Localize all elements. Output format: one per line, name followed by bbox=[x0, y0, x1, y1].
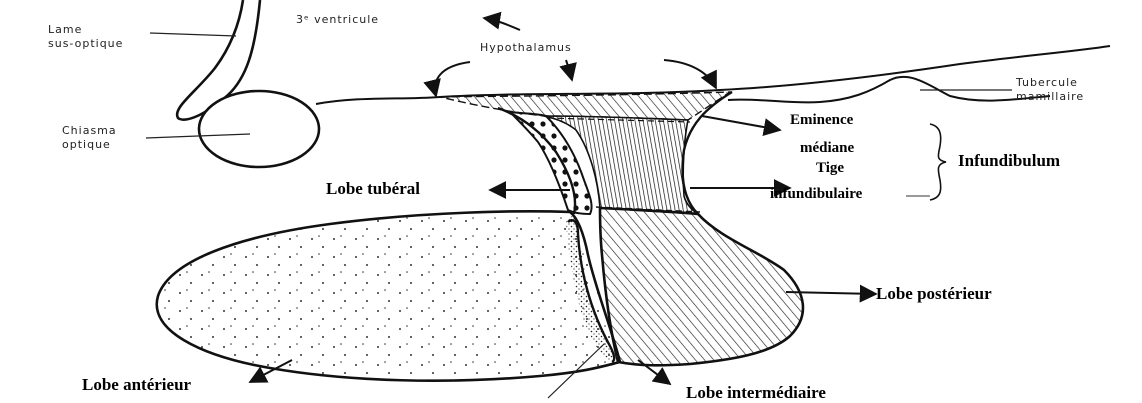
tige-label-line2: infundibulaire bbox=[770, 186, 863, 202]
hypothalamus-arrow-middle bbox=[566, 60, 572, 80]
lobe-anterieur-label: Lobe antérieur bbox=[82, 375, 192, 394]
lobe-intermediaire-label: Lobe intermédiaire bbox=[686, 383, 826, 402]
eminence-label-line1: Eminence bbox=[790, 112, 854, 128]
chiasma-label: Chiasma bbox=[62, 124, 117, 137]
hypothalamus-arrow-left bbox=[435, 62, 470, 96]
tige-label-line1: Tige bbox=[816, 160, 844, 176]
eminence-label-line2: médiane bbox=[800, 140, 855, 156]
hypothalamus-arrow-right bbox=[664, 60, 716, 88]
infundibulum-bracket bbox=[930, 124, 946, 200]
eminence-arrow bbox=[702, 116, 780, 130]
chiasma-optique bbox=[199, 91, 319, 167]
lobe-posterieur-shape bbox=[600, 208, 803, 365]
mamillaire-label: mamillaire bbox=[1016, 90, 1084, 103]
hypothalamus-label: Hypothalamus bbox=[480, 41, 572, 54]
infundibulum-label: Infundibulum bbox=[958, 151, 1060, 170]
lame-leader-line bbox=[150, 33, 236, 36]
lobe-anterieur-shape bbox=[157, 211, 620, 380]
lame-label: Lame bbox=[48, 23, 82, 36]
troisieme-ventricule-label: 3ᵉ ventricule bbox=[296, 13, 379, 26]
sus-optique-label: sus-optique bbox=[48, 37, 123, 50]
ventricule-arrow bbox=[484, 18, 520, 30]
lobe-posterieur-label: Lobe postérieur bbox=[876, 284, 992, 303]
lobe-tuberal-label: Lobe tubéral bbox=[326, 179, 420, 198]
tubercule-label: Tubercule bbox=[1015, 76, 1078, 89]
optique-label: optique bbox=[62, 138, 111, 151]
